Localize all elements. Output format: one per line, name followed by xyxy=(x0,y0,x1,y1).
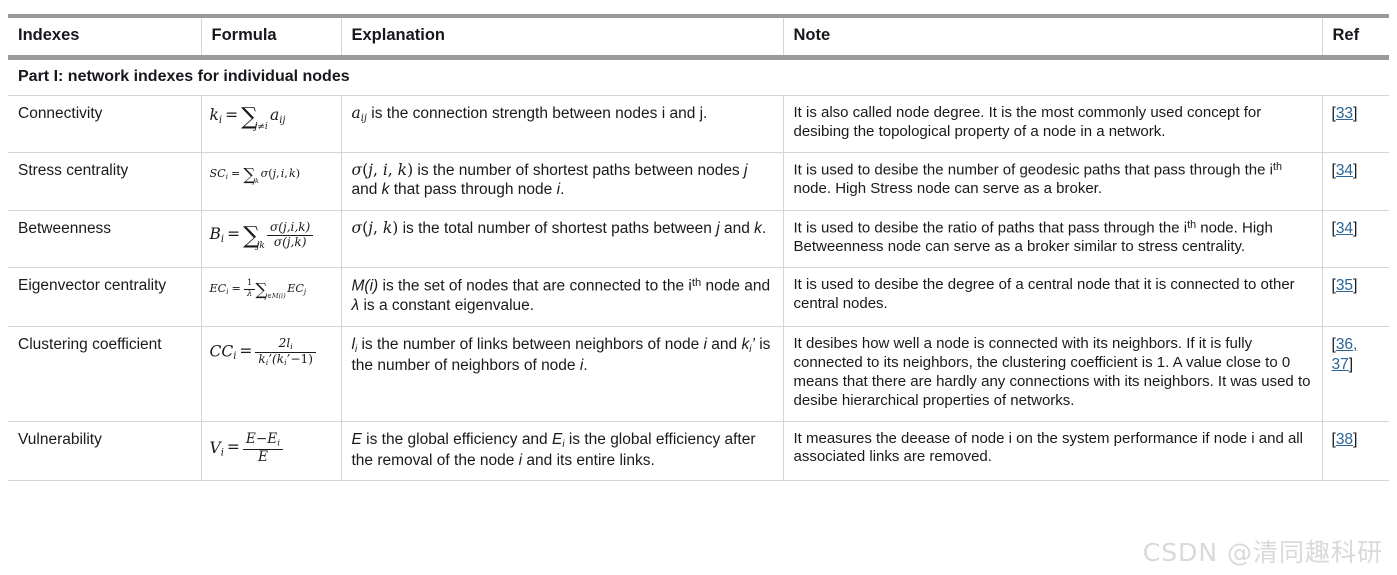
index-name-clustering-coefficient: Clustering coefficient xyxy=(8,326,202,422)
explanation-clustering-coefficient: li is the number of links between neighb… xyxy=(341,326,784,422)
indexes-table-container: Indexes Formula Explanation Note Ref Par… xyxy=(8,14,1389,482)
ref-link-34[interactable]: 34 xyxy=(1335,161,1354,179)
ref-bracket-close: ] xyxy=(1353,161,1358,179)
reference-cell: [36, 37] xyxy=(1322,326,1389,422)
ref-bracket-close: ] xyxy=(1353,277,1358,295)
explanation-betweenness: σ(j, k) is the total number of shortest … xyxy=(341,210,784,269)
note-vulnerability: It measures the deease of node i on the … xyxy=(783,421,1323,482)
inline-math-m-i: M(i) xyxy=(351,277,379,295)
explanation-connectivity: aij is the connection strength between n… xyxy=(341,95,784,153)
csdn-watermark: CSDN @清同趣科研 xyxy=(1142,538,1383,567)
ref-bracket-open: [ xyxy=(1331,430,1336,448)
ref-link-35[interactable]: 35 xyxy=(1335,277,1354,295)
ref-bracket-close: ] xyxy=(1348,355,1354,373)
formula-stress-centrality: SCi=∑jkσ(j, i, k) xyxy=(201,152,342,211)
index-name-vulnerability: Vulnerability xyxy=(8,421,202,482)
column-header-indexes: Indexes xyxy=(8,18,202,60)
reference-cell: [38] xyxy=(1322,421,1389,482)
note-eigenvector-centrality: It is used to desibe the degree of a cen… xyxy=(783,267,1323,327)
inline-math-e: E xyxy=(351,430,362,448)
column-header-ref: Ref xyxy=(1322,18,1389,60)
reference-cell: [34] xyxy=(1322,152,1389,211)
inline-math-sigma-jik: σ(j, i, k) xyxy=(351,160,414,179)
header-row: Indexes Formula Explanation Note Ref xyxy=(8,18,1389,60)
ref-bracket-open: [ xyxy=(1331,335,1336,353)
inline-math-l-i: li xyxy=(351,335,358,355)
ref-bracket-open: [ xyxy=(1331,277,1336,295)
reference-cell: [34] xyxy=(1322,210,1389,269)
table-row: Stress centrality SCi=∑jkσ(j, i, k) σ(j,… xyxy=(8,152,1389,211)
ref-bracket-close: ] xyxy=(1353,219,1358,237)
table-header: Indexes Formula Explanation Note Ref xyxy=(8,18,1389,60)
explanation-eigenvector-centrality: M(i) is the set of nodes that are connec… xyxy=(341,267,784,327)
reference-cell: [35] xyxy=(1322,267,1389,327)
index-name-eigenvector-centrality: Eigenvector centrality xyxy=(8,267,202,327)
formula-expression: SCi=∑jkσ(j, i, k) xyxy=(209,163,301,186)
table-row: Connectivity ki=∑j≠iaij aij is the conne… xyxy=(8,95,1389,153)
index-name-stress-centrality: Stress centrality xyxy=(8,152,202,211)
column-header-explanation: Explanation xyxy=(341,18,784,60)
formula-expression: ki=∑j≠iaij xyxy=(209,103,286,132)
ref-bracket-open: [ xyxy=(1331,105,1336,123)
section-title-part-1: Part I: network indexes for individual n… xyxy=(8,57,1389,97)
table-body: Part I: network indexes for individual n… xyxy=(8,57,1389,482)
column-header-formula: Formula xyxy=(201,18,342,60)
ref-bracket-close: ] xyxy=(1353,105,1358,123)
index-name-betweenness: Betweenness xyxy=(8,210,202,269)
ref-link-38[interactable]: 38 xyxy=(1335,430,1354,448)
ref-bracket-open: [ xyxy=(1331,219,1336,237)
explanation-stress-centrality: σ(j, i, k) is the number of shortest pat… xyxy=(341,152,784,211)
ref-link-36-37[interactable]: 36, 37 xyxy=(1331,335,1358,373)
note-betweenness: It is used to desibe the ratio of paths … xyxy=(783,210,1323,269)
inline-math-a-ij: aij xyxy=(351,104,368,124)
reference-cell: [33] xyxy=(1322,95,1389,153)
explanation-vulnerability: E is the global efficiency and Ei is the… xyxy=(341,421,784,482)
ref-bracket-close: ] xyxy=(1353,430,1358,448)
section-header-row: Part I: network indexes for individual n… xyxy=(8,57,1389,97)
formula-connectivity: ki=∑j≠iaij xyxy=(201,95,342,153)
inline-math-sigma-jk: σ(j, k) xyxy=(351,218,399,237)
index-name-connectivity: Connectivity xyxy=(8,95,202,153)
ref-link-34[interactable]: 34 xyxy=(1335,219,1354,237)
note-stress-centrality: It is used to desibe the number of geode… xyxy=(783,152,1323,211)
network-indexes-table: Indexes Formula Explanation Note Ref Par… xyxy=(8,18,1389,482)
ref-bracket-open: [ xyxy=(1331,161,1336,179)
column-header-note: Note xyxy=(783,18,1323,60)
note-connectivity: It is also called node degree. It is the… xyxy=(783,95,1323,153)
ref-link-33[interactable]: 33 xyxy=(1335,105,1354,123)
note-clustering-coefficient: It desibes how well a node is connected … xyxy=(783,326,1323,422)
